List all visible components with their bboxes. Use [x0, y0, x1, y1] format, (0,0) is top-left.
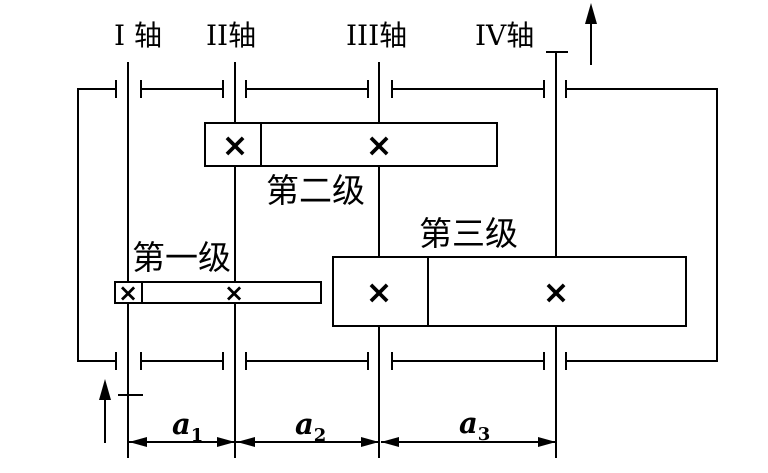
- stage-1-gear-divider: [141, 281, 143, 304]
- dim-a1-arrow-right-icon: [217, 437, 235, 447]
- stage-2-label: 第二级: [266, 171, 365, 210]
- dim-a2-base: a: [295, 407, 314, 441]
- shaft-iv-end-tick: [546, 51, 568, 53]
- shaft-iv-label: IV轴: [475, 19, 535, 52]
- dim-a1-label: a1: [172, 410, 203, 445]
- bearing-wall-bottom-segment: [245, 360, 369, 362]
- bearing-tick: [115, 352, 117, 370]
- shaft-ii-label: II轴: [206, 19, 257, 52]
- bearing-wall-bottom-segment: [391, 360, 545, 362]
- gear-axis-cross-mark: ×: [365, 126, 393, 164]
- bearing-tick: [565, 80, 567, 98]
- shaft-i-label: I 轴: [114, 19, 162, 52]
- stage-3-label: 第三级: [419, 214, 518, 253]
- bearing-tick: [543, 352, 545, 370]
- dim-a3-base: a: [459, 406, 478, 440]
- bearing-tick: [140, 80, 142, 98]
- stage-3-gear-divider: [427, 256, 429, 327]
- bearing-tick: [367, 80, 369, 98]
- output-arrow-up-icon: [585, 3, 597, 24]
- gear-axis-cross-mark: ×: [223, 279, 245, 307]
- bearing-tick: [565, 352, 567, 370]
- gear-axis-cross-mark: ×: [117, 279, 139, 307]
- bearing-wall-top-segment: [245, 88, 369, 90]
- dim-a3-sub: 3: [477, 423, 491, 445]
- input-arrow-up-icon: [99, 379, 111, 400]
- dim-a3-arrow-left-icon: [381, 437, 399, 447]
- bearing-wall-bottom-segment: [141, 360, 224, 362]
- dim-a3-label: a3: [459, 409, 490, 444]
- bearing-wall-bottom-segment: [565, 360, 718, 362]
- dim-a2-arrow-left-icon: [237, 437, 255, 447]
- bearing-tick: [140, 352, 142, 370]
- shaft-iii-label: III轴: [346, 19, 408, 52]
- bearing-tick: [115, 80, 117, 98]
- dim-a1-line: [129, 441, 235, 443]
- bearing-tick: [391, 352, 393, 370]
- dim-a1-sub: 1: [190, 424, 204, 446]
- shaft-iv-line: [555, 52, 557, 458]
- bearing-wall-top-segment: [78, 88, 117, 90]
- stage-1-gear-pair-box: [114, 281, 322, 304]
- dim-a1-arrow-left-icon: [129, 437, 147, 447]
- dim-a3-arrow-right-icon: [538, 437, 556, 447]
- dim-a1-base: a: [172, 407, 191, 441]
- dim-a2-sub: 2: [313, 424, 327, 446]
- bearing-tick: [543, 80, 545, 98]
- stage-2-gear-pair-box: [204, 122, 498, 167]
- dim-a2-arrow-right-icon: [361, 437, 379, 447]
- bearing-tick: [367, 352, 369, 370]
- gear-axis-cross-mark: ×: [365, 273, 393, 311]
- stage-2-gear-divider: [260, 122, 262, 167]
- shaft-i-end-tick: [118, 394, 143, 396]
- bearing-wall-bottom-segment: [78, 360, 117, 362]
- housing-right-wall: [716, 88, 718, 362]
- gear-axis-cross-mark: ×: [221, 126, 249, 164]
- stage-3-gear-pair-box: [332, 256, 687, 327]
- bearing-tick: [222, 80, 224, 98]
- dim-a3-line: [381, 441, 556, 443]
- bearing-tick: [245, 352, 247, 370]
- bearing-wall-top-segment: [391, 88, 545, 90]
- dim-a2-line: [236, 441, 379, 443]
- dim-a2-label: a2: [295, 410, 326, 445]
- bearing-wall-top-segment: [141, 88, 224, 90]
- bearing-wall-top-segment: [565, 88, 718, 90]
- output-arrow-shaft: [590, 21, 592, 65]
- shaft-ii-line: [234, 62, 236, 458]
- input-arrow-shaft: [104, 397, 106, 443]
- bearing-tick: [222, 352, 224, 370]
- gear-axis-cross-mark: ×: [542, 273, 570, 311]
- bearing-tick: [245, 80, 247, 98]
- bearing-tick: [391, 80, 393, 98]
- housing-left-wall: [77, 88, 79, 362]
- shaft-i-line: [127, 62, 129, 458]
- stage-1-label: 第一级: [132, 238, 231, 277]
